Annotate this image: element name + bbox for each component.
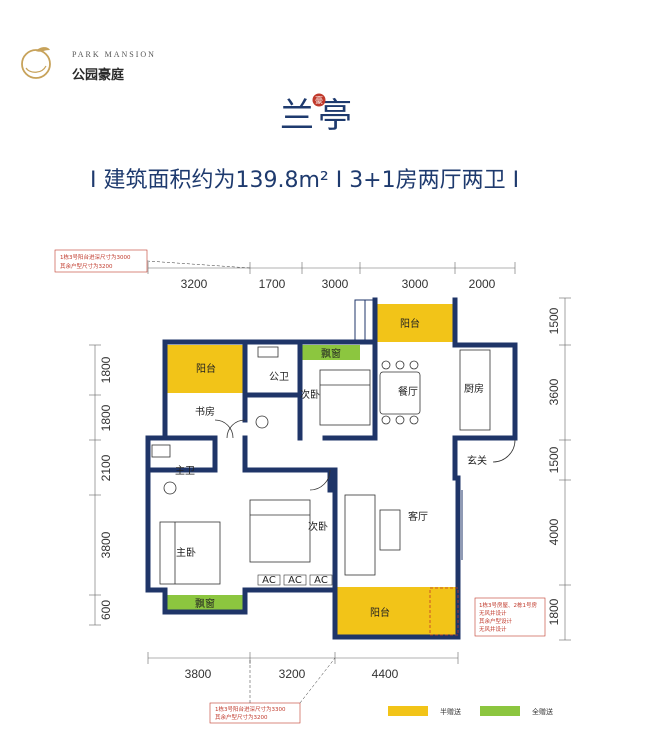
room-bay-window-bottom: 飘窗 (195, 597, 215, 610)
balcony-top-right-area (375, 304, 455, 342)
svg-text:豪: 豪 (315, 95, 323, 105)
room-entrance: 玄关 (467, 454, 487, 467)
room-balcony-top-left: 阳台 (196, 362, 216, 375)
dim-left-3: 2100 (99, 454, 113, 481)
legend-full-gift-swatch (480, 706, 520, 716)
seal-icon: 豪 (312, 93, 326, 107)
park-mansion-logo-icon (21, 47, 51, 79)
ac-label-2: AC (288, 575, 302, 586)
note-right-line2: 无风井设计 (479, 609, 507, 617)
room-second-bedroom-mid: 次卧 (308, 520, 328, 533)
room-balcony-bottom: 阳台 (370, 606, 390, 619)
note-top-left-line2: 其余户型尺寸为3200 (60, 262, 113, 270)
bay-window-top-area (302, 345, 360, 360)
ac-label-3: AC (314, 575, 328, 586)
balcony-top-left-area (167, 345, 245, 393)
dim-right-5: 1800 (547, 598, 561, 625)
note-right-line1: 1栋3号房屋、2栋1号房 (479, 601, 537, 609)
dim-bottom-3: 4400 (372, 667, 399, 681)
dim-right-4: 4000 (547, 518, 561, 545)
legend-full-gift-label: 全赠送 (532, 708, 553, 716)
note-top-left: 1栋3号阳台进深尺寸为3000 其余户型尺寸为3200 (54, 249, 251, 273)
ac-label-1: AC (262, 575, 276, 586)
room-dining: 餐厅 (398, 385, 418, 398)
legend-half-gift-label: 半赠送 (440, 708, 461, 716)
note-bottom-left: 1栋3号阳台进深尺寸为3300 其余户型尺寸为3200 (209, 657, 336, 724)
room-kitchen: 厨房 (464, 382, 484, 395)
room-second-bedroom-top: 次卧 (300, 388, 320, 401)
brand-logo: PARK MANSION 公园豪庭 (14, 42, 174, 84)
note-right-line4: 无风井设计 (479, 625, 507, 633)
dim-top-1: 3200 (181, 277, 208, 291)
legend-half-gift-swatch (388, 706, 428, 716)
dim-left-5: 600 (99, 600, 113, 620)
note-right-line3: 其余户型设计 (479, 617, 513, 625)
ac-units: AC AC AC (257, 574, 333, 586)
brand-english: PARK MANSION (72, 50, 156, 59)
note-top-left-line1: 1栋3号阳台进深尺寸为3000 (60, 253, 131, 261)
dim-left-1: 1800 (99, 356, 113, 383)
dim-top-4: 3000 (402, 277, 429, 291)
dimension-lines (89, 262, 571, 664)
dim-right-1: 1500 (547, 307, 561, 334)
dim-right-2: 3600 (547, 378, 561, 405)
room-master-bedroom: 主卧 (176, 546, 196, 559)
room-balcony-top-right: 阳台 (400, 317, 420, 330)
room-living: 客厅 (408, 510, 428, 523)
dim-top-2: 1700 (259, 277, 286, 291)
dim-top-5: 2000 (469, 277, 496, 291)
dim-left-2: 1800 (99, 404, 113, 431)
bay-window-bottom-area (165, 595, 245, 611)
room-study: 书房 (195, 405, 215, 418)
dim-top-3: 3000 (322, 277, 349, 291)
furniture (151, 346, 516, 585)
note-right: 1栋3号房屋、2栋1号房 无风井设计 其余户型设计 无风井设计 (429, 587, 546, 637)
dim-bottom-1: 3800 (185, 667, 212, 681)
dim-bottom-2: 3200 (279, 667, 306, 681)
note-bottom-left-line2: 其余户型尺寸为3200 (215, 713, 268, 721)
room-bay-window-top: 飘窗 (321, 347, 341, 360)
window-lines (334, 299, 463, 575)
floorplan-subtitle: I 建筑面积约为139.8m² I 3+1房两厅两卫 I (90, 168, 520, 193)
room-master-bath: 主卫 (175, 465, 195, 477)
room-public-bath: 公卫 (269, 372, 289, 383)
dim-left-4: 3800 (99, 531, 113, 558)
brand-chinese: 公园豪庭 (72, 68, 125, 83)
walls (145, 297, 518, 640)
note-bottom-left-line1: 1栋3号阳台进深尺寸为3300 (215, 705, 286, 713)
balcony-bottom-area (337, 587, 457, 635)
dim-right-3: 1500 (547, 446, 561, 473)
